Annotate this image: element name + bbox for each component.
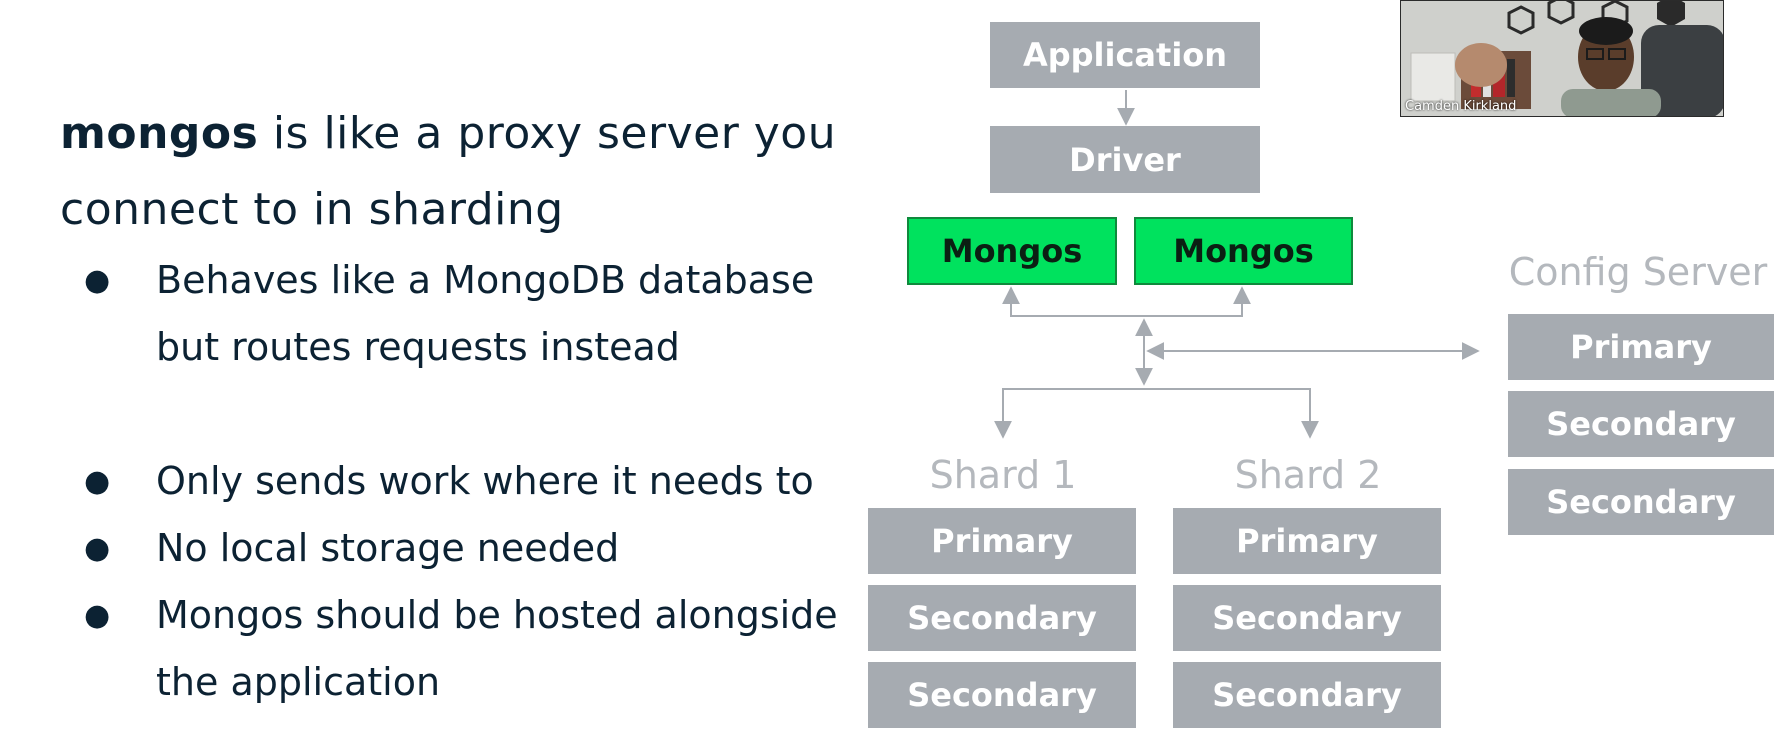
bullet-text: Behaves like a MongoDB database but rout… [156, 258, 815, 369]
lead-bold-term: mongos [60, 108, 259, 159]
shard-1-secondary-box: Secondary [868, 662, 1136, 728]
config-secondary-box: Secondary [1508, 469, 1774, 535]
shard-2-label: Shard 2 [1234, 453, 1382, 497]
driver-box: Driver [990, 126, 1260, 193]
bullet-dot-icon: ● [84, 263, 111, 298]
shard-2-primary-box: Primary [1173, 508, 1441, 574]
bullet-dot-icon: ● [84, 531, 111, 566]
bullet-dot-icon: ● [84, 598, 111, 633]
config-server-label: Config Server [1508, 250, 1768, 294]
shard-bracket [994, 388, 1319, 439]
shard-1-secondary-box: Secondary [868, 585, 1136, 651]
mongos-bracket [1002, 286, 1251, 317]
shard-1-primary-box: Primary [868, 508, 1136, 574]
shard-1-label: Shard 1 [929, 453, 1077, 497]
webcam-image [1401, 1, 1723, 116]
lead-sentence: mongos is like a proxy server you connec… [60, 96, 860, 248]
config-secondary-box: Secondary [1508, 391, 1774, 457]
bullet-dot-icon: ● [84, 464, 111, 499]
lead-rest: is like a proxy server you connect to in… [60, 108, 837, 235]
application-box: Application [990, 22, 1260, 88]
bullet-text: No local storage needed [156, 526, 620, 570]
shard-2-secondary-box: Secondary [1173, 585, 1441, 651]
bullet-text: Only sends work where it needs to [156, 459, 814, 503]
config-primary-box: Primary [1508, 314, 1774, 380]
mongos-box-1: Mongos [907, 217, 1117, 285]
bullet-text: Mongos should be hosted alongside the ap… [156, 593, 838, 704]
webcam-video-tile: Camden Kirkland [1400, 0, 1724, 117]
mongos-box-2: Mongos [1134, 217, 1353, 285]
webcam-participant-name: Camden Kirkland [1405, 99, 1517, 114]
shard-2-secondary-box: Secondary [1173, 662, 1441, 728]
